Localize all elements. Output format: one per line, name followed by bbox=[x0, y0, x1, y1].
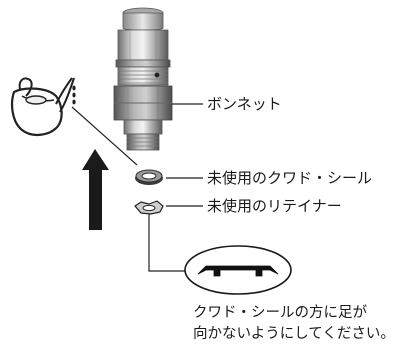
bonnet-illustration bbox=[113, 7, 173, 151]
retainer-label: 未使用のリテイナー bbox=[207, 197, 342, 215]
up-arrow-icon bbox=[82, 149, 109, 230]
quad-seal-label: 未使用のクワド・シール bbox=[207, 169, 373, 187]
quad-seal-illustration bbox=[135, 169, 163, 185]
oil-guide-line bbox=[71, 106, 138, 166]
oil-can-icon bbox=[11, 77, 75, 136]
retainer-illustration bbox=[134, 200, 164, 215]
caution-note-line2: 向かないようにしてください。 bbox=[193, 326, 395, 342]
bonnet-label: ボンネット bbox=[207, 95, 282, 113]
retainer-detail-callout bbox=[184, 245, 292, 295]
detail-callout-line bbox=[148, 214, 190, 272]
oil-drop-icon bbox=[72, 85, 76, 105]
caution-note-line1: クワド・シールの方に足が bbox=[193, 305, 367, 321]
